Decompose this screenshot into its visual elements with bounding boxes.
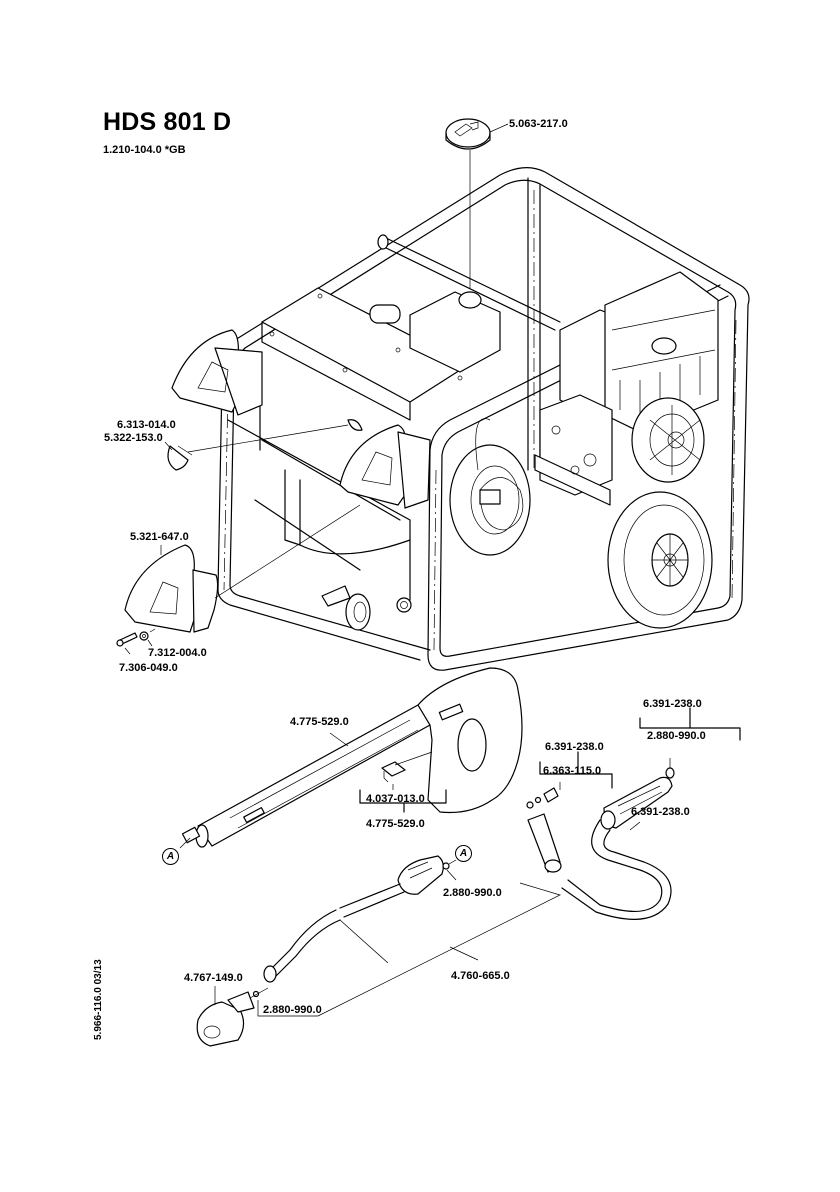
label-fuel-cap: 5.063-217.0 [509,118,568,130]
connection-marker-gun: A [162,848,179,865]
label-plug-label: 6.313-014.0 [117,419,176,431]
label-o-ring-nozzle: 2.880-990.0 [263,1004,322,1016]
label-hose-set-left: 6.391-238.0 [545,741,604,753]
label-screw: 7.306-049.0 [119,662,178,674]
lance-part [258,856,560,1016]
label-hose: 6.391-238.0 [631,806,690,818]
label-lance: 4.760-665.0 [451,970,510,982]
label-nozzle: 4.767-149.0 [184,972,243,984]
label-washer: 7.312-004.0 [148,647,207,659]
label-safety-catch: 4.037-013.0 [366,793,425,805]
label-trigger-gun-set: 4.775-529.0 [366,818,425,830]
label-trigger-gun: 4.775-529.0 [290,716,349,728]
label-cap-insert: 5.322-153.0 [104,432,163,444]
label-hose-connector: 6.363-115.0 [543,765,601,777]
label-o-ring-hose: 2.880-990.0 [647,730,706,742]
hose-part [527,758,674,919]
connection-marker-lance: A [455,845,472,862]
nozzle-part [197,986,268,1046]
trigger-gun-part [180,668,522,848]
label-hose-set-right: 6.391-238.0 [643,698,702,710]
cap-insert-part [165,425,348,470]
label-o-ring-lance: 2.880-990.0 [443,887,502,899]
label-handle-cover: 5.321-647.0 [130,531,189,543]
machine-body [172,272,718,630]
